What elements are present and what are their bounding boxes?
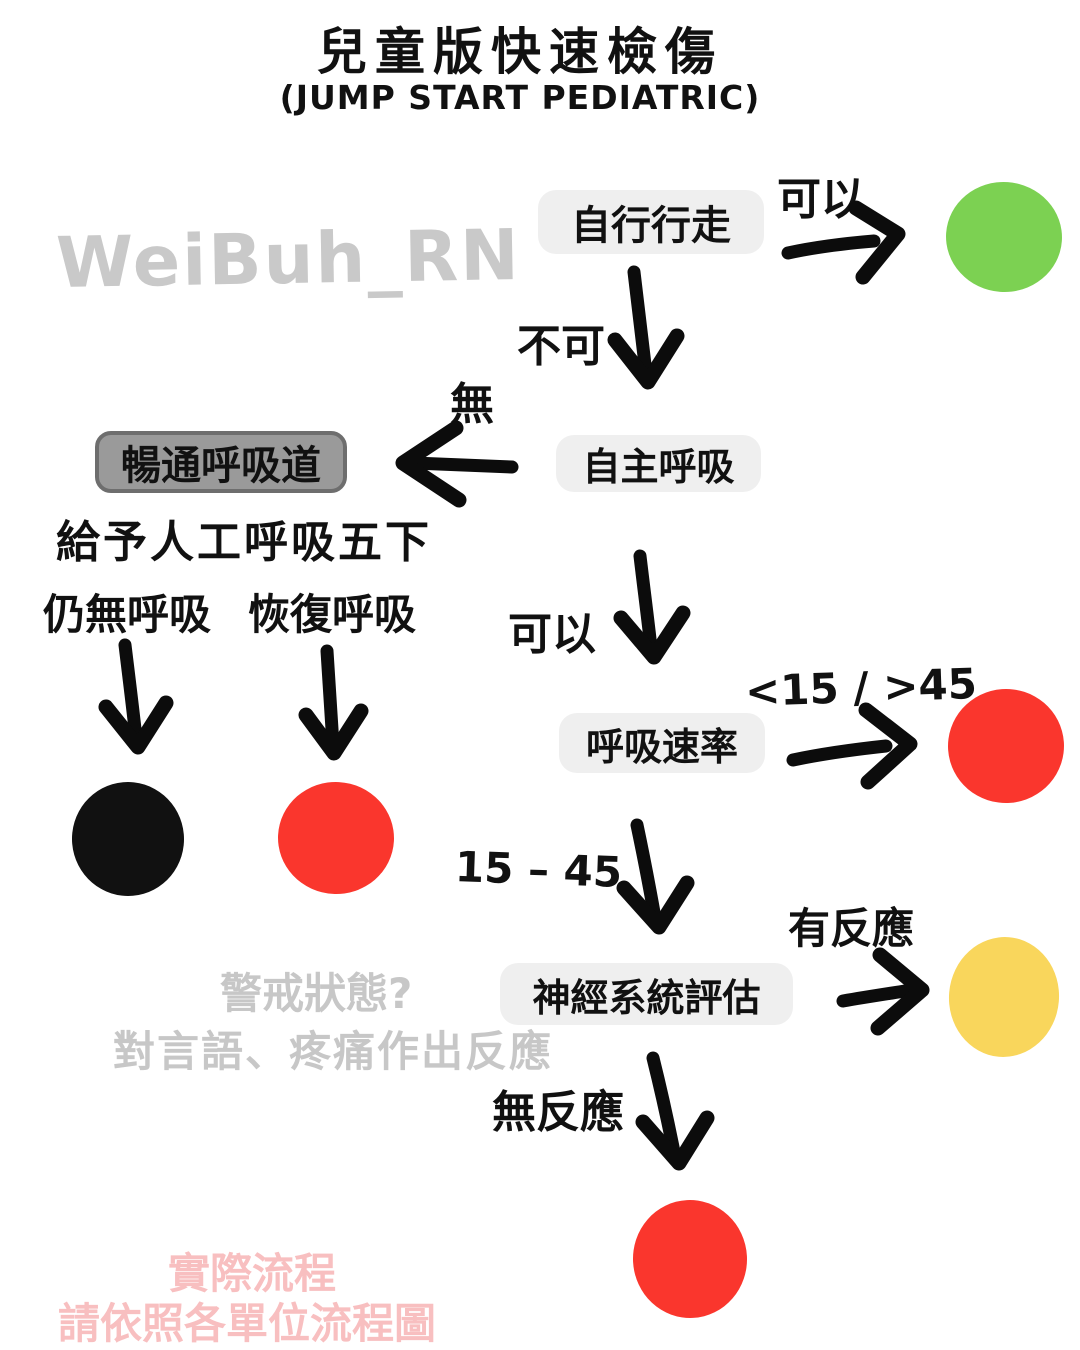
label-walk-yes: 可以 [777, 174, 865, 225]
page-title: 兒童版快速檢傷 [317, 23, 723, 81]
outcome-circle-yellow [948, 937, 1060, 1057]
node-spontaneous-breathing: 自主呼吸 [556, 435, 761, 492]
arrow-neuro-to-yellow [836, 947, 930, 1036]
label-still-no-breathing: 仍無呼吸 [43, 590, 212, 639]
outcome-circle-red-bottom [632, 1200, 748, 1318]
page-subtitle: (JUMP START PEDIATRIC) [279, 78, 761, 117]
label-rate-abnormal: <15 / >45 [744, 658, 978, 717]
label-breathing-restored: 恢復呼吸 [248, 590, 417, 639]
note-alert-question: 警戒狀態? [220, 969, 413, 1018]
note-alert-detail: 對言語、疼痛作出反應 [113, 1027, 554, 1076]
arrow-rate-to-red [786, 702, 918, 790]
disclaimer-line1: 實際流程 [168, 1249, 337, 1298]
label-no-breathing: 無 [450, 379, 494, 430]
arrow-to-red-circle-left [298, 644, 369, 761]
arrow-breathing-to-airway [395, 420, 519, 508]
label-walk-no: 不可 [517, 321, 605, 372]
node-open-airway: 暢通呼吸道 [95, 431, 347, 493]
outcome-circle-green [946, 181, 1062, 293]
label-rate-normal: 15 – 45 [454, 842, 623, 897]
label-rescue-breaths: 給予人工呼吸五下 [56, 517, 432, 568]
arrow-walk-to-breathing [607, 265, 685, 390]
label-breathing-yes: 可以 [508, 609, 596, 660]
arrow-breathing-to-rate [613, 549, 691, 665]
arrow-rate-to-neuro [616, 818, 695, 935]
label-responsive: 有反應 [788, 904, 915, 953]
arrow-to-black-circle [98, 638, 174, 755]
label-unresponsive: 無反應 [492, 1087, 624, 1138]
node-respiratory-rate: 呼吸速率 [559, 713, 765, 773]
arrow-neuro-to-red-bottom [635, 1051, 715, 1171]
disclaimer-line2: 請依照各單位流程圖 [58, 1299, 437, 1348]
node-neuro-assessment: 神經系統評估 [500, 963, 793, 1025]
outcome-circle-red-left [278, 781, 394, 895]
outcome-circle-black [71, 782, 185, 896]
node-walk-by-self: 自行行走 [538, 190, 764, 254]
watermark: WeiBuh_RN [55, 213, 522, 305]
